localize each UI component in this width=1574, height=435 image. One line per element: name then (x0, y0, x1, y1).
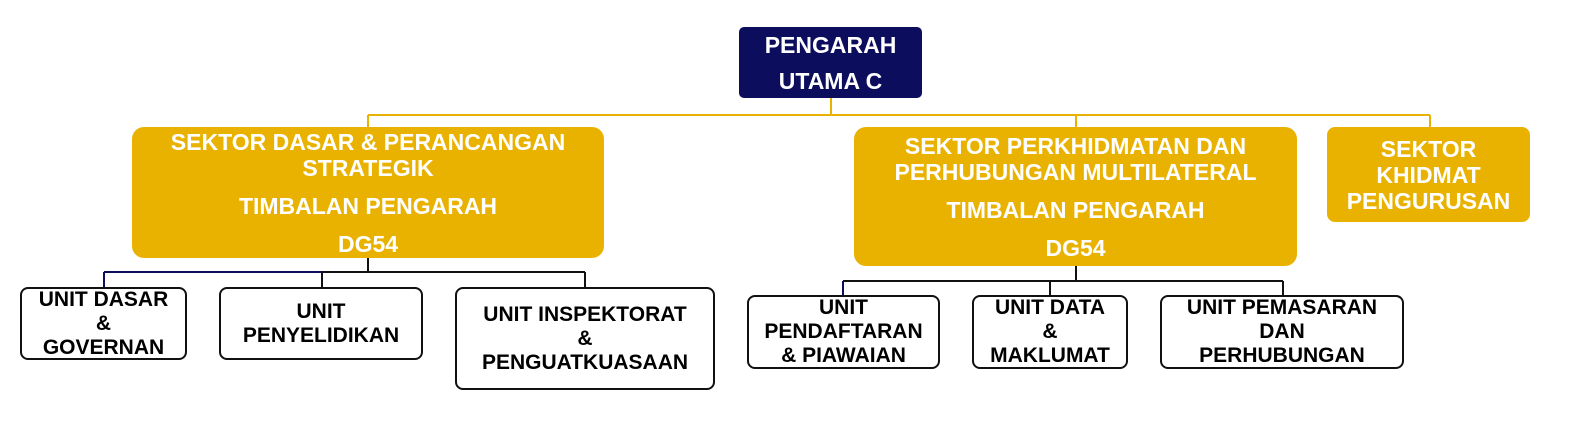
sektor-dasar-role: TIMBALAN PENGARAH (238, 192, 498, 219)
unit-data-box: UNIT DATA & MAKLUMAT (972, 295, 1128, 369)
unit-pemasaran-box: UNIT PEMASARAN DAN PERHUBUNGAN (1160, 295, 1404, 369)
pengarah-utama-box: PENGARAH UTAMA C (739, 27, 922, 98)
unit-pemasaran-line1: UNIT PEMASARAN (1186, 296, 1378, 319)
unit-dasar-governan-line1: UNIT DASAR (38, 287, 169, 311)
sektor-dasar-box: SEKTOR DASAR & PERANCANGAN STRATEGIK TIM… (132, 127, 604, 258)
sektor-perkhidmatan-role: TIMBALAN PENGARAH (946, 196, 1205, 223)
unit-penyelidikan-box: UNIT PENYELIDIKAN (219, 287, 423, 360)
pengarah-utama-line1: PENGARAH (764, 31, 897, 58)
pengarah-utama-line2: UTAMA C (778, 67, 883, 94)
unit-inspektorat-box: UNIT INSPEKTORAT & PENGUATKUASAAN (455, 287, 715, 390)
unit-penyelidikan-line1: UNIT (296, 299, 346, 323)
unit-penyelidikan-line2: PENYELIDIKAN (242, 323, 400, 347)
unit-inspektorat-line3: PENGUATKUASAAN (481, 350, 689, 374)
unit-data-line3: MAKLUMAT (990, 344, 1110, 367)
unit-inspektorat-line2: & (577, 326, 593, 350)
unit-dasar-governan-box: UNIT DASAR & GOVERNAN (20, 287, 187, 360)
unit-data-line2: & (1042, 320, 1058, 343)
unit-pendaftaran-line3: & PIAWAIAN (781, 344, 906, 367)
unit-data-line1: UNIT DATA (994, 296, 1106, 319)
unit-inspektorat-line1: UNIT INSPEKTORAT (483, 302, 687, 326)
unit-pendaftaran-line2: PENDAFTARAN (764, 320, 923, 343)
unit-pendaftaran-line1: UNIT (819, 296, 868, 319)
sektor-khidmat-box: SEKTOR KHIDMAT PENGURUSAN (1327, 127, 1530, 222)
unit-pendaftaran-box: UNIT PENDAFTARAN & PIAWAIAN (747, 295, 940, 369)
sektor-dasar-name-line1: SEKTOR DASAR & PERANCANGAN (170, 128, 566, 155)
sektor-dasar-name-line2: STRATEGIK (302, 154, 434, 181)
unit-dasar-governan-line3: GOVERNAN (42, 335, 165, 359)
sektor-perkhidmatan-name-line1: SEKTOR PERKHIDMATAN DAN (904, 132, 1247, 159)
sektor-khidmat-line1: SEKTOR (1380, 135, 1477, 162)
sektor-perkhidmatan-box: SEKTOR PERKHIDMATAN DAN PERHUBUNGAN MULT… (854, 127, 1297, 266)
sektor-khidmat-line3: PENGURUSAN (1346, 187, 1511, 214)
unit-dasar-governan-line2: & (95, 311, 112, 335)
unit-pemasaran-line3: PERHUBUNGAN (1199, 344, 1365, 367)
unit-pemasaran-line2: DAN (1259, 320, 1305, 343)
sektor-perkhidmatan-grade: DG54 (1045, 234, 1106, 261)
sektor-khidmat-line2: KHIDMAT (1376, 161, 1481, 188)
sektor-perkhidmatan-name-line2: PERHUBUNGAN MULTILATERAL (894, 158, 1257, 185)
sektor-dasar-grade: DG54 (337, 230, 399, 257)
